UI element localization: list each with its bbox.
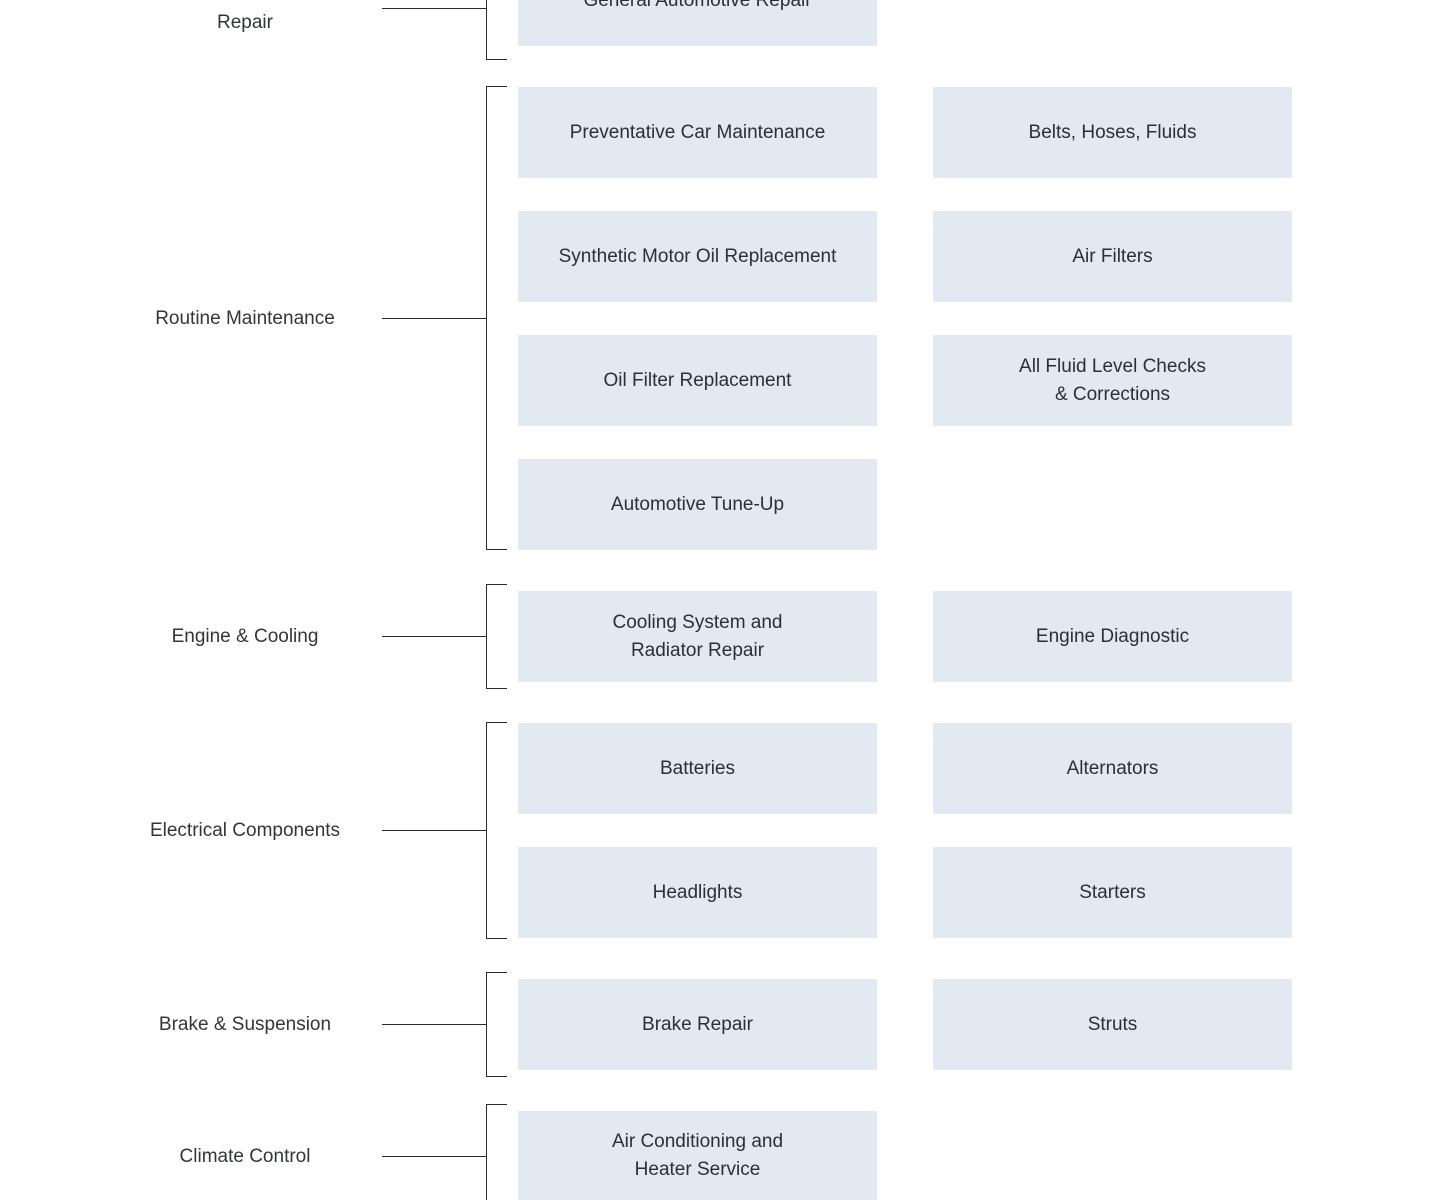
service-tile-starters[interactable]: Starters: [933, 847, 1292, 938]
connector-line: [382, 1024, 486, 1025]
category-label-general-automotive-repair: General Automotive Repair: [162, 0, 329, 33]
category-bracket: [486, 722, 507, 939]
service-tile-struts[interactable]: Struts: [933, 979, 1292, 1070]
category-label-climate-control: Climate Control: [179, 1146, 311, 1167]
category-bracket: [486, 86, 507, 550]
service-tile-engine-diagnostic[interactable]: Engine Diagnostic: [933, 591, 1292, 682]
category-bracket: [486, 972, 507, 1077]
connector-line: [382, 318, 486, 319]
category-bracket: [486, 0, 507, 60]
service-tile-synthetic-motor-oil-replacement[interactable]: Synthetic Motor Oil Replacement: [518, 211, 877, 302]
service-tile-general-automotive-repair[interactable]: General Automotive Repair: [518, 0, 877, 46]
category-label-brake-suspension: Brake & Suspension: [158, 1014, 332, 1035]
service-tile-preventative-car-maintenance[interactable]: Preventative Car Maintenance: [518, 87, 877, 178]
category-label-engine-cooling: Engine & Cooling: [171, 626, 319, 647]
service-tile-alternators[interactable]: Alternators: [933, 723, 1292, 814]
service-tile-cooling-system-radiator-repair[interactable]: Cooling System and Radiator Repair: [518, 591, 877, 682]
service-tile-air-conditioning-heater-service[interactable]: Air Conditioning and Heater Service: [518, 1111, 877, 1200]
connector-line: [382, 1156, 486, 1157]
service-tile-belts-hoses-fluids[interactable]: Belts, Hoses, Fluids: [933, 87, 1292, 178]
service-tile-air-filters[interactable]: Air Filters: [933, 211, 1292, 302]
category-label-electrical-components: Electrical Components: [149, 820, 341, 841]
category-bracket: [486, 1104, 507, 1200]
connector-line: [382, 8, 486, 9]
service-tile-oil-filter-replacement[interactable]: Oil Filter Replacement: [518, 335, 877, 426]
connector-line: [382, 636, 486, 637]
connector-line: [382, 830, 486, 831]
category-label-routine-maintenance: Routine Maintenance: [155, 308, 335, 329]
service-tile-headlights[interactable]: Headlights: [518, 847, 877, 938]
category-bracket: [486, 584, 507, 689]
service-tile-automotive-tune-up[interactable]: Automotive Tune-Up: [518, 459, 877, 550]
service-tile-batteries[interactable]: Batteries: [518, 723, 877, 814]
service-tile-brake-repair[interactable]: Brake Repair: [518, 979, 877, 1070]
service-tile-fluid-level-checks[interactable]: All Fluid Level Checks & Corrections: [933, 335, 1292, 426]
